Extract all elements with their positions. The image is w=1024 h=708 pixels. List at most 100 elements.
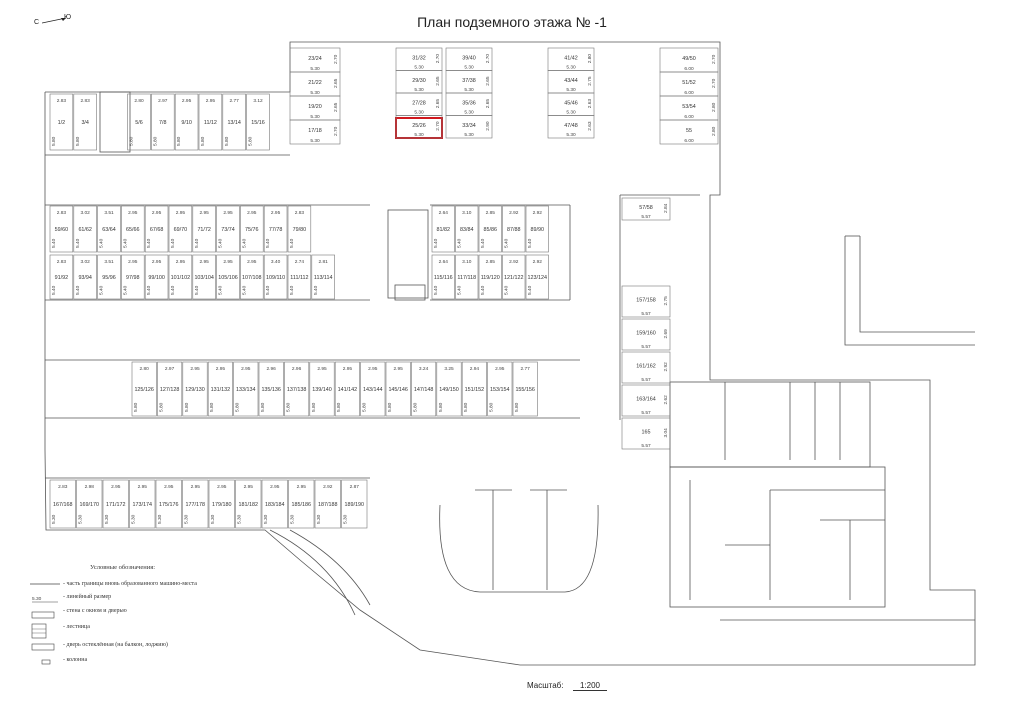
- parking-spot-55[interactable]: 556.002.80: [659, 119, 719, 145]
- parking-spot-41-42[interactable]: 41/425.302.80: [547, 47, 595, 71]
- parking-spot-23-24[interactable]: 23/245.302.70: [289, 47, 341, 73]
- parking-spot-57-58[interactable]: 57/585.572.84: [621, 197, 671, 221]
- parking-spot-31-32[interactable]: 31/325.302.70: [395, 47, 443, 71]
- parking-spot-51-52[interactable]: 51/526.002.70: [659, 71, 719, 97]
- spot-width: 2.70: [435, 54, 441, 64]
- parking-spot-5-6[interactable]: 2.805/65.80: [127, 93, 151, 151]
- spot-number: 127/128: [160, 387, 180, 393]
- parking-spot-17-18[interactable]: 17/185.302.70: [289, 119, 341, 145]
- spot-width: 2.69: [663, 329, 669, 339]
- parking-spot-49-50[interactable]: 49/506.002.70: [659, 47, 719, 73]
- parking-spot-33-34[interactable]: 33/345.302.90: [445, 115, 493, 139]
- spot-width: 2.64: [439, 210, 449, 216]
- spot-width: 2.83: [57, 98, 67, 104]
- parking-spot-53-54[interactable]: 53/546.002.80: [659, 95, 719, 121]
- parking-spot-29-30[interactable]: 29/305.302.65: [395, 70, 443, 94]
- parking-spot-21-22[interactable]: 21/225.302.65: [289, 71, 341, 97]
- parking-spot-25-26[interactable]: 25/265.302.70: [395, 115, 443, 139]
- parking-spot-7-8[interactable]: 2.977/85.80: [151, 93, 175, 151]
- parking-spot-1-2[interactable]: 2.831/25.80: [49, 93, 74, 151]
- parking-spot-9-10[interactable]: 2.959/105.80: [174, 93, 199, 151]
- parking-spot-27-28[interactable]: 27/285.302.65: [395, 92, 443, 116]
- parking-spot-39-40[interactable]: 39/405.302.70: [445, 47, 493, 71]
- parking-spot-37-38[interactable]: 37/385.302.65: [445, 70, 493, 94]
- parking-spot-19-20[interactable]: 19/205.302.65: [289, 95, 341, 121]
- parking-spot-45-46[interactable]: 45/465.302.63: [547, 92, 595, 116]
- parking-spot-43-44[interactable]: 43/445.302.75: [547, 70, 595, 94]
- parking-spot-3-4[interactable]: 2.833/45.80: [73, 93, 97, 151]
- parking-spot-35-36[interactable]: 35/365.302.65: [445, 92, 493, 116]
- parking-spot-47-48[interactable]: 47/485.302.63: [547, 115, 595, 139]
